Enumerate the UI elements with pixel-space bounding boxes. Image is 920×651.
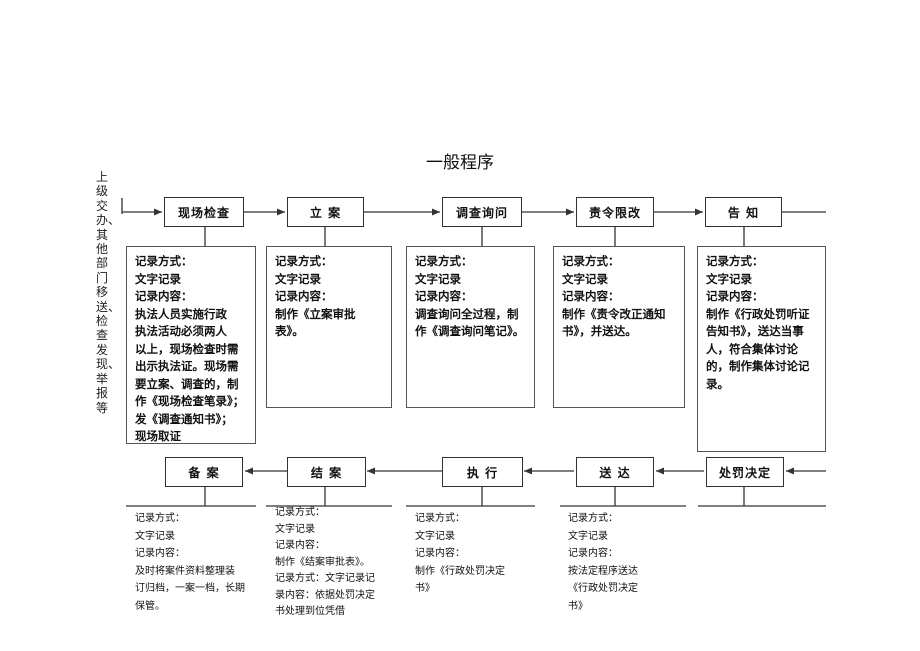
desc-line: 制作《立案审批表》。 — [275, 306, 356, 339]
desc-line: 文字记录 — [275, 271, 321, 286]
step-box-penalty-decision: 处罚决定 — [706, 457, 784, 487]
desc-line: 记录方式： — [415, 254, 473, 268]
desc-line: 及时将案件资料整理装 — [135, 565, 235, 577]
desc-line: 制作《结案审批表》。 — [275, 556, 370, 568]
desc-line: 记录方式： — [568, 513, 618, 524]
desc-line: 记录内容： — [568, 548, 618, 559]
diagram-title: 一般程序 — [426, 153, 494, 173]
desc-line: 以上，现场检查时需 — [135, 341, 239, 356]
desc-line: 记录方式：文字记录记 — [275, 573, 375, 584]
desc-closing: 记录方式： 文字记录记录内容： 制作《结案审批表》。记录方式：文字记录记录内容：依据… — [275, 505, 395, 621]
desc-execution: 记录方式： 文字记录记录内容： 制作《行政处罚决定书》 — [415, 510, 535, 598]
desc-box-notice: 记录方式： 文字记录记录内容： 制作《行政处罚听证告知书》，送达当事人，符合集体讨论… — [697, 246, 826, 452]
step-box-closing: 结 案 — [287, 457, 366, 487]
step-box-investigation: 调查询问 — [442, 197, 522, 227]
step-box-delivery: 送 达 — [576, 457, 654, 487]
desc-line: 记录内容： — [275, 289, 333, 303]
desc-line: 要立案、调查的，制 — [135, 376, 239, 391]
desc-line: 书》，并送达。 — [562, 324, 637, 338]
desc-line: 出示执法证。现场需 — [135, 359, 239, 373]
desc-line: 记录内容： — [415, 289, 473, 303]
desc-line: 订归档，一案一档，长期 — [135, 583, 245, 594]
desc-line: 制作《责令改正通知 — [562, 306, 666, 321]
step-box-execution: 执 行 — [442, 457, 523, 487]
desc-line: 文字记录 — [562, 271, 608, 286]
desc-line: 文字记录 — [135, 530, 175, 542]
desc-line: 记录方式： — [275, 507, 325, 518]
desc-line: 记录内容： — [415, 548, 465, 559]
desc-line: 《行政处罚决定 — [568, 583, 638, 594]
desc-line: 执法活动必须两人 — [135, 324, 227, 338]
desc-line: 记录方式： — [135, 513, 185, 524]
desc-line: 保管。 — [135, 600, 165, 612]
desc-line: 记录内容： — [135, 289, 193, 303]
desc-line: 书处理到位凭借 — [275, 606, 345, 617]
desc-archive: 记录方式： 文字记录记录内容： 及时将案件资料整理装订归档，一案一档，长期保管。 — [135, 510, 260, 615]
desc-line: 记录方式： — [135, 254, 193, 268]
desc-line: 文字记录 — [415, 530, 455, 542]
desc-line: 文字记录 — [135, 271, 181, 286]
step-box-archive: 备 案 — [165, 457, 243, 487]
desc-box-inspection: 记录方式： 文字记录记录内容： 执法人员实施行政执法活动必须两人以上，现场检查时需出… — [126, 246, 256, 444]
desc-line: 人，符合集体讨论 — [706, 341, 798, 356]
desc-line: 记录内容： — [562, 289, 620, 303]
desc-box-filing: 记录方式： 文字记录记录内容： 制作《立案审批表》。 — [266, 246, 392, 408]
desc-line: 记录方式： — [562, 254, 620, 268]
desc-line: 录内容：依据处罚决定 — [275, 589, 375, 601]
desc-line: 记录内容： — [706, 289, 764, 303]
desc-line: 文字记录 — [275, 523, 315, 535]
desc-line: 调查询问全过程，制 — [415, 306, 519, 321]
desc-line: 书》 — [568, 600, 588, 612]
desc-line: 按法定程序送达 — [568, 565, 638, 577]
desc-line: 记录方式： — [415, 513, 465, 524]
desc-line: 录。 — [706, 376, 729, 391]
step-box-inspection: 现场检查 — [164, 197, 244, 227]
desc-line: 作《现场检查笔录》； — [135, 394, 245, 408]
desc-line: 文字记录 — [568, 530, 608, 542]
desc-line: 书》 — [415, 583, 435, 594]
desc-line: 记录方式： — [706, 254, 764, 268]
desc-line: 文字记录 — [706, 271, 752, 286]
desc-line: 文字记录 — [415, 271, 461, 286]
desc-line: 记录内容： — [135, 548, 185, 559]
step-box-correction: 责令限改 — [576, 197, 654, 227]
desc-delivery: 记录方式： 文字记录记录内容： 按法定程序送达《行政处罚决定书》 — [568, 510, 683, 615]
desc-line: 发《调查通知书》； — [135, 411, 233, 426]
desc-box-correction: 记录方式： 文字记录记录内容： 制作《责令改正通知书》，并送达。 — [553, 246, 685, 408]
desc-line: 作《调查询问笔记》。 — [415, 324, 525, 338]
desc-line: 的，制作集体讨论记 — [706, 359, 810, 373]
step-box-notice: 告 知 — [705, 197, 782, 227]
desc-line: 制作《行政处罚决定 — [415, 565, 505, 577]
desc-line: 制作《行政处罚听证 — [706, 306, 810, 321]
step-box-filing: 立 案 — [287, 197, 364, 227]
desc-line: 记录内容： — [275, 540, 325, 551]
desc-line: 现场取证 — [135, 429, 181, 443]
desc-line: 记录方式： — [275, 254, 333, 268]
desc-line: 执法人员实施行政 — [135, 306, 227, 321]
desc-line: 告知书》，送达当事 — [706, 324, 804, 338]
desc-box-investigation: 记录方式： 文字记录记录内容： 调查询问全过程，制作《调查询问笔记》。 — [406, 246, 535, 408]
